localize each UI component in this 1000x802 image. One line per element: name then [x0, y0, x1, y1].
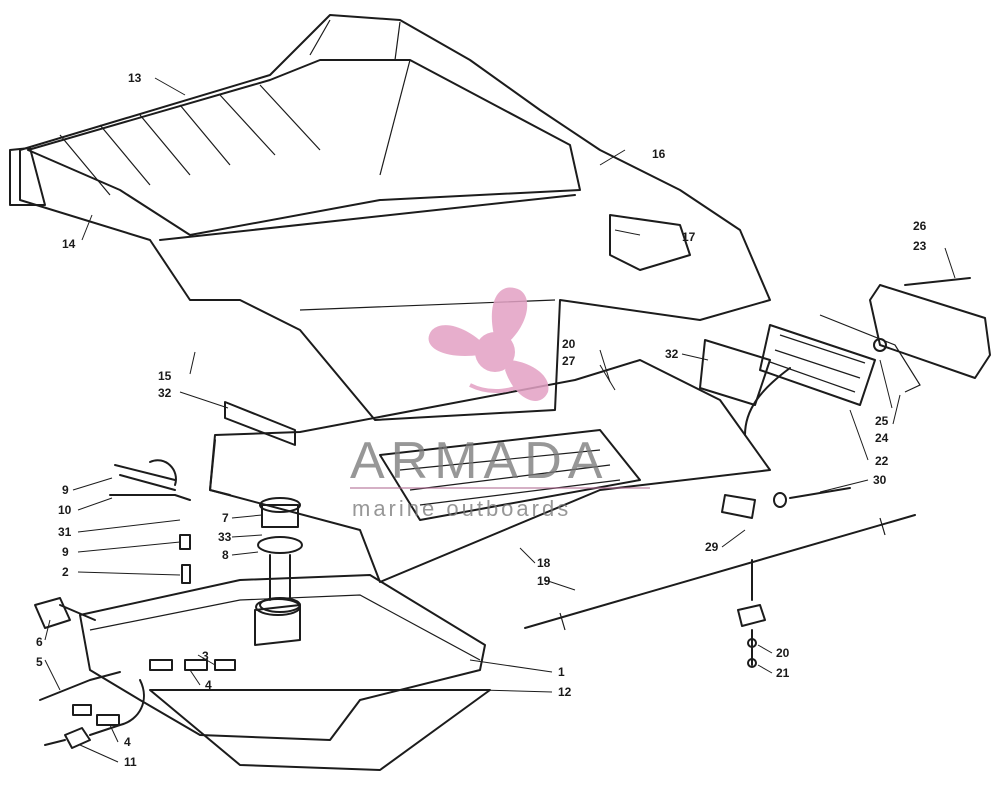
- watermark: ARMADA marine outboards: [350, 287, 650, 521]
- callout-label: 2: [62, 565, 69, 579]
- callout-label: 13: [128, 71, 142, 85]
- fuel-tank-part: [79, 574, 491, 771]
- callout-label: 21: [776, 666, 790, 680]
- callout-label: 27: [562, 354, 576, 368]
- callout-label: 29: [705, 540, 719, 554]
- callout-label: 14: [62, 237, 76, 251]
- callout-label: 15: [158, 369, 172, 383]
- callout-label: 19: [537, 574, 551, 588]
- callout-labels: 13 16 14 17 26 23 15 20 27 32 32 25 24 2…: [36, 71, 927, 769]
- callout-label: 11: [124, 755, 137, 769]
- callout-label: 5: [36, 655, 43, 669]
- callout-label: 4: [124, 735, 131, 749]
- fuel-cap-part: [257, 497, 303, 613]
- tail-light-part: [699, 277, 991, 436]
- seat-hood-part: [9, 14, 771, 421]
- callout-label: 33: [218, 530, 232, 544]
- frame-part: [209, 359, 771, 583]
- callout-label: 9: [62, 545, 69, 559]
- watermark-tagline: marine outboards: [352, 496, 571, 521]
- callout-label: 30: [873, 473, 887, 487]
- callout-label: 3: [202, 649, 209, 663]
- leader-lines: [44, 77, 956, 763]
- callout-label: 18: [537, 556, 551, 570]
- callout-label: 17: [682, 230, 696, 244]
- callout-label: 6: [36, 635, 43, 649]
- callout-label: 7: [222, 511, 229, 525]
- callout-label: 12: [558, 685, 572, 699]
- callout-label: 4: [205, 678, 212, 692]
- callout-label: 1: [558, 665, 565, 679]
- callout-label: 20: [776, 646, 790, 660]
- callout-label: 20: [562, 337, 576, 351]
- callout-label: 22: [875, 454, 889, 468]
- callout-label: 24: [875, 431, 889, 445]
- callout-label: 26: [913, 219, 927, 233]
- callout-label: 16: [652, 147, 666, 161]
- watermark-brand: ARMADA: [350, 432, 608, 490]
- callout-label: 10: [58, 503, 72, 517]
- callout-label: 9: [62, 483, 69, 497]
- propeller-logo-icon: [428, 287, 549, 401]
- callout-label: 32: [158, 386, 172, 400]
- callout-label: 8: [222, 548, 229, 562]
- callout-label: 32: [665, 347, 679, 361]
- rod-part: [524, 487, 916, 668]
- callout-label: 25: [875, 414, 889, 428]
- callout-label: 31: [58, 525, 72, 539]
- callout-label: 23: [913, 239, 927, 253]
